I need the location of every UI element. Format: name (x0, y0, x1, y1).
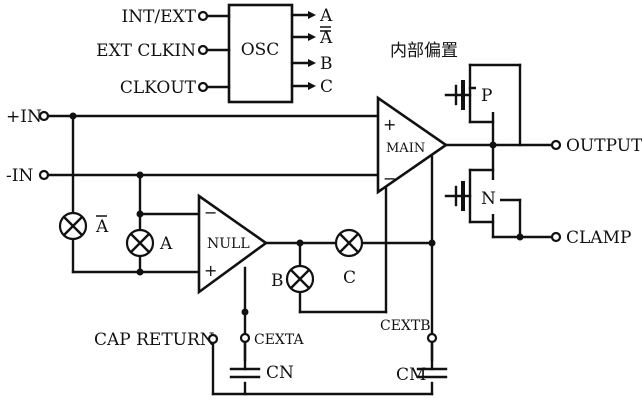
switch-b: B (271, 264, 315, 294)
null-amplifier: − + NULL (197, 193, 269, 295)
clamp-pin[interactable] (550, 231, 562, 243)
switch-b-label: B (271, 271, 284, 291)
switch-a: A (125, 228, 173, 258)
osc-output-arrows (290, 11, 316, 90)
n-label: N (481, 189, 496, 209)
ext-clkin-label: EXT CLKIN (96, 41, 196, 61)
output-pin[interactable] (550, 139, 562, 151)
null-amp-triangle (197, 193, 269, 295)
null-label: NULL (207, 236, 250, 252)
pos-in-label: +IN (6, 107, 42, 127)
cap-return-label: CAP RETURN (94, 330, 215, 350)
n-transistor: N (444, 180, 500, 214)
p-label: P (481, 86, 492, 106)
neg-in-label: -IN (6, 166, 33, 186)
switch-a-label: A (159, 234, 173, 254)
cap-cm: CEXTB CM (380, 318, 448, 385)
osc-out-c-label: C (320, 77, 333, 97)
switch-c: C (334, 228, 364, 288)
osc-box (227, 3, 294, 104)
output-stage: 内部偏置 P N (390, 41, 500, 214)
main-plus-sign: + (383, 115, 396, 134)
main-label: MAIN (386, 141, 425, 156)
cap-cn: CEXTA CN (229, 332, 304, 383)
cn-label: CN (266, 363, 294, 383)
wiring (46, 63, 554, 396)
cextb-label: CEXTB (380, 318, 431, 334)
main-amplifier: + − MAIN (376, 95, 449, 195)
main-minus-sign: − (383, 169, 396, 188)
switch-a-bar: A (58, 211, 109, 241)
p-transistor: P (444, 78, 500, 112)
cexta-label: CEXTA (254, 332, 304, 348)
switch-a-bar-label: A (95, 217, 109, 237)
int-ext-label: INT/EXT (121, 7, 196, 27)
switch-c-label: C (343, 268, 356, 288)
osc-out-b-label: B (320, 54, 333, 74)
output-terminals: OUTPUT CLAMP (550, 136, 642, 248)
osc-label: OSC (241, 40, 280, 60)
output-label: OUTPUT (566, 136, 642, 156)
main-amp-triangle (376, 95, 449, 195)
cm-label: CM (396, 365, 426, 385)
osc-out-abar-label: A (319, 28, 333, 48)
osc-out-a-label: A (319, 6, 333, 26)
junction-dots (69, 112, 524, 316)
cap-return: CAP RETURN (94, 330, 219, 350)
internal-bias-label: 内部偏置 (390, 41, 458, 61)
input-terminals: +IN -IN (6, 107, 50, 186)
null-plus-sign: + (204, 261, 217, 280)
oscillator-block: OSC INT/EXT EXT CLKIN CLKOUT A A B C (96, 3, 333, 104)
null-minus-sign: − (204, 203, 217, 222)
clamp-label: CLAMP (566, 228, 631, 248)
clkout-label: CLKOUT (120, 78, 197, 98)
cap-return-pin[interactable] (207, 333, 219, 345)
